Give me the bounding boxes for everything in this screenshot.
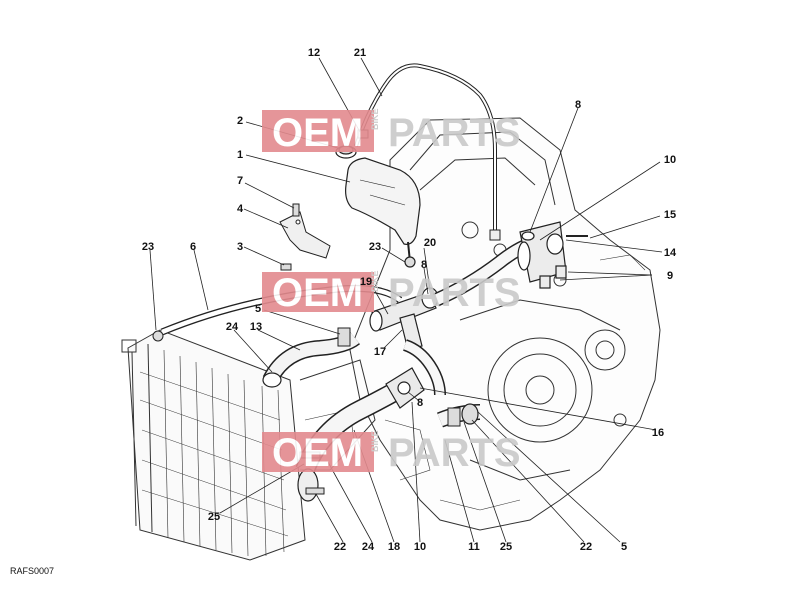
callout-18: 18	[388, 541, 400, 553]
callout-15: 15	[664, 209, 676, 221]
breather-tube	[354, 63, 501, 241]
callout-11: 11	[468, 541, 480, 553]
svg-text:OEM: OEM	[272, 431, 363, 475]
callout-21: 21	[354, 47, 366, 59]
svg-text:BIKE: BIKE	[370, 270, 380, 292]
callout-5-left: 5	[255, 303, 261, 315]
callout-5-bottom: 5	[621, 541, 627, 553]
engine-block	[299, 117, 661, 531]
t-fitting	[369, 256, 439, 351]
water-pump-fitting	[517, 221, 588, 289]
callout-25-bottom: 25	[500, 541, 512, 553]
callout-22-right: 22	[580, 541, 592, 553]
callout-numbers: 1 2 3 4 5 5 6 7 8 8 8 9 10 10 11 12 13 1…	[142, 47, 677, 553]
callout-23-left: 23	[142, 241, 154, 253]
flange-16	[385, 367, 425, 409]
callout-3: 3	[237, 241, 243, 253]
svg-text:PARTS: PARTS	[388, 271, 521, 315]
tank-bracket	[279, 211, 331, 259]
bolt-7	[292, 203, 300, 217]
drawing-code: RAFS0007	[10, 566, 55, 576]
callout-16: 16	[652, 427, 664, 439]
callout-13: 13	[250, 321, 262, 333]
svg-text:BIKE: BIKE	[370, 430, 380, 452]
callout-6: 6	[190, 241, 196, 253]
callout-14: 14	[664, 247, 677, 259]
callout-24-bottom: 24	[362, 541, 375, 553]
callout-22-left: 22	[334, 541, 346, 553]
callout-8-top: 8	[575, 99, 581, 111]
callout-1: 1	[237, 149, 243, 161]
callout-12: 12	[308, 47, 320, 59]
bolt-3	[280, 263, 292, 271]
svg-text:PARTS: PARTS	[388, 111, 521, 155]
watermark-middle: OEM BIKE PARTS	[262, 270, 521, 315]
callout-25-left: 25	[208, 511, 220, 523]
watermark-bottom: OEM BIKE PARTS	[262, 430, 521, 475]
svg-text:OEM: OEM	[272, 271, 363, 315]
hose-17	[402, 339, 446, 396]
callout-8-middle: 8	[421, 259, 427, 271]
callout-2: 2	[237, 115, 243, 127]
callout-23-middle: 23	[369, 241, 381, 253]
svg-text:OEM: OEM	[272, 111, 363, 155]
callout-20: 20	[424, 237, 436, 249]
callout-10-top: 10	[664, 154, 676, 166]
callout-8-lower: 8	[417, 397, 423, 409]
callout-7: 7	[237, 175, 243, 187]
callout-19: 19	[360, 276, 372, 288]
callout-10-bottom: 10	[414, 541, 426, 553]
callout-4: 4	[237, 203, 244, 215]
callout-9: 9	[667, 270, 673, 282]
watermark: OEM BIKE PARTS OEM BIKE PARTS OEM BIKE P…	[262, 108, 521, 475]
callout-17: 17	[374, 346, 386, 358]
svg-text:PARTS: PARTS	[388, 431, 521, 475]
watermark-top: OEM BIKE PARTS	[262, 108, 521, 155]
callout-24-left: 24	[226, 321, 239, 333]
svg-text:BIKE: BIKE	[370, 108, 380, 130]
